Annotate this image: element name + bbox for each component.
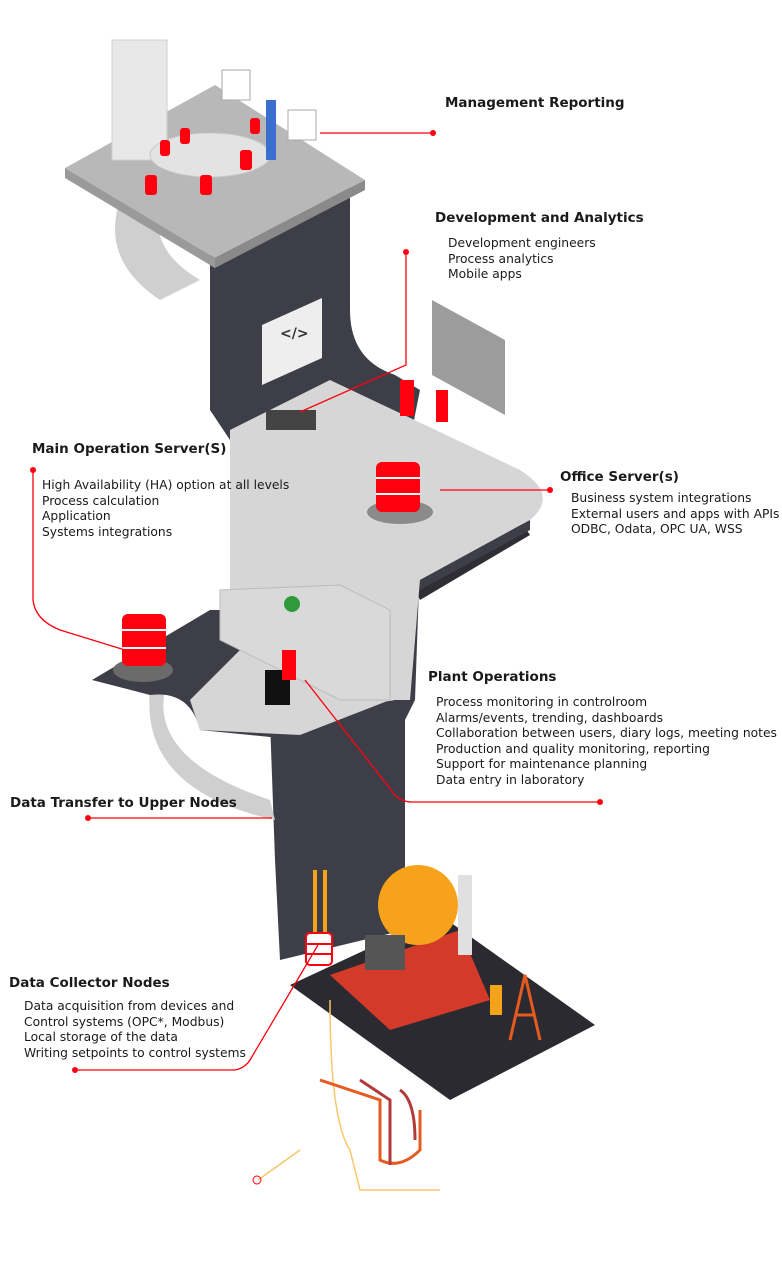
list-item: Process calculation [42,493,160,508]
list-item: Process analytics [448,251,554,266]
section-title: Development and Analytics [435,210,644,226]
curtain [111,39,168,161]
duct-left [115,200,200,300]
section-data-transfer: Data Transfer to Upper Nodes [10,795,237,821]
section-title: Data Collector Nodes [9,975,170,991]
list-item: External users and apps with APIs [571,506,780,521]
list-item: Application [42,509,111,524]
collector-database-icon [305,932,333,966]
section-main-operation-server: Main Operation Server(S) High Availabili… [32,441,289,540]
list-item: Data entry in laboratory [436,772,585,787]
list-item: Mobile apps [448,267,522,282]
code-sign [262,298,322,385]
list-item: Alarms/events, trending, dashboards [436,710,664,725]
section-data-collector-nodes: Data Collector Nodes Data acquisition fr… [9,975,246,1061]
svg-text:</>: </> [280,326,309,342]
list-item: Business system integrations [571,491,752,505]
list-item: High Availability (HA) option at all lev… [42,478,290,492]
list-item: ODBC, Odata, OPC UA, WSS [571,522,743,537]
list-item: Support for maintenance planning [436,757,648,772]
list-item: Development engineers [448,236,596,250]
duct-middle [149,690,275,820]
list-item: Data acquisition from devices and [24,999,235,1013]
list-item: Systems integrations [42,524,173,539]
section-title: Plant Operations [428,669,557,685]
oil-derrick [508,974,542,1041]
section-management-reporting: Management Reporting [445,95,625,121]
callout-lines [32,132,600,1071]
structure-spine-lower [270,560,420,960]
main-server-database-icon [122,614,166,666]
section-title: Main Operation Server(S) [32,441,227,457]
list-item: Local storage of the data [24,1030,178,1045]
control-screens [219,584,391,701]
section-title: Management Reporting [445,95,625,111]
screen-panel [432,300,505,415]
section-development-analytics: Development and Analytics Development en… [435,210,644,283]
list-item: Writing setpoints to control systems [24,1045,246,1060]
section-title: Office Server(s) [560,469,679,485]
list-item: Production and quality monitoring, repor… [436,741,710,756]
chairs [145,118,260,195]
section-title: Data Transfer to Upper Nodes [10,795,237,811]
section-plant-operations: Plant Operations Process monitoring in c… [428,669,777,789]
tank [378,865,458,945]
list-item: Control systems (OPC*, Modbus) [24,1014,225,1029]
office-server-database-icon [376,462,420,512]
list-item: Process monitoring in controlroom [436,695,648,709]
list-item: Collaboration between users, diary logs,… [436,726,777,741]
section-office-server: Office Server(s) Business system integra… [560,469,779,538]
callout-dots [30,130,603,1073]
